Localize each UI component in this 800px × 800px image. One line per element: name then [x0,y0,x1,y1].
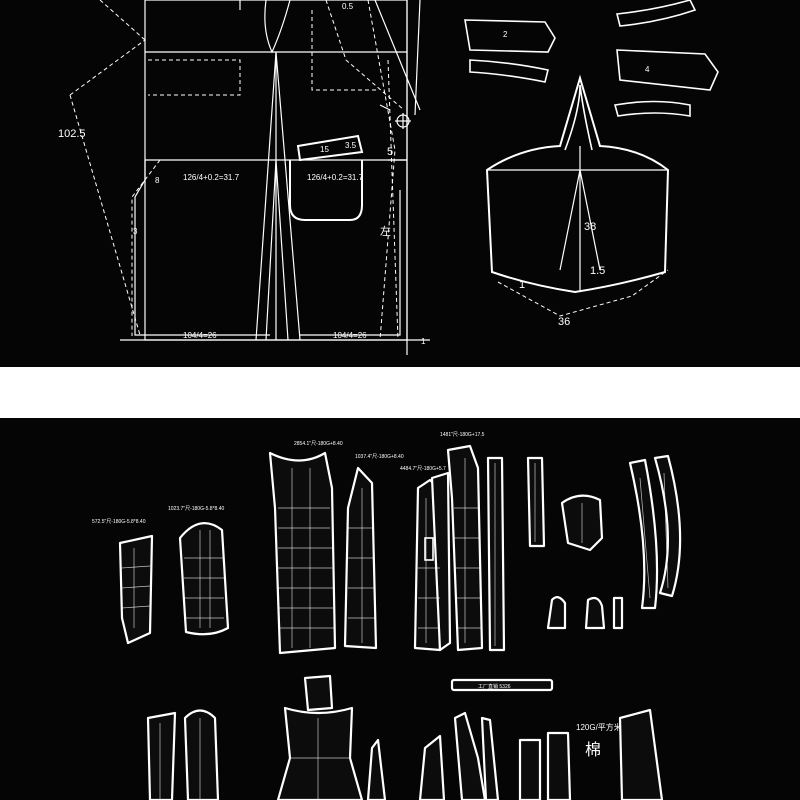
sleeve-width-label: 36 [558,316,570,328]
template-strips [486,456,546,652]
dim-three-label: 3 [133,227,138,236]
panel-divider [0,367,800,418]
template-label-e: 4484.7"尺-180G+5.7 [400,466,446,472]
template-label-a: 572.5"尺-180G-5.8*8.40 [92,519,146,525]
template-piece-a: 572.5"尺-180G-5.8*8.40 [92,519,154,645]
template-label-f: 1481"尺-180G+17.5 [440,432,485,438]
front-width-formula: 126/4+0.2=31.7 [183,173,240,182]
dim-five-label: 5 [387,146,393,158]
template-horizontal-strip: 工厂直销 5326 [450,678,554,692]
bodice-frame [120,0,430,355]
template-piece-e: 4484.7"尺-180G+5.7 [400,466,452,652]
back-hem-formula: 104/4=26 [333,331,367,340]
pattern-templates-panel: 572.5"尺-180G-5.8*8.40 1023.7"尺-180G-5.8*… [0,418,800,800]
side-char-label: 左 [380,225,391,238]
sleeve-offset-label: 1.5 [590,265,605,277]
front-hem-formula: 104/4=26 [183,331,217,340]
sleeve-cuff-label: 1 [519,279,525,291]
pattern-draft-panel: 15 3.5 102.5 126/4+0.2=31.7 126/4+0.2=31… [0,0,800,367]
template-piece-b: 1023.7"尺-180G-5.8*8.40 [168,506,230,636]
back-width-formula: 126/4+0.2=31.7 [307,173,364,182]
dim-half-label: 0.5 [342,2,354,11]
template-curved-strips [628,454,682,610]
template-label-d: 1037.4"尺-180G+8.40 [355,454,404,460]
template-label-c: 2854.1"尺-180G+8.40 [294,441,343,447]
pocket-width-label: 15 [320,145,329,154]
pocket: 15 3.5 [289,134,364,221]
template-piece-f: 1481"尺-180G+17.5 [440,432,485,652]
pattern-draft-diagram: 15 3.5 102.5 126/4+0.2=31.7 126/4+0.2=31… [58,0,719,355]
construction-lines [69,0,421,341]
side-panels [134,0,401,336]
collar-piece-2-label: 2 [503,30,508,39]
template-small-pieces [546,494,624,630]
template-piece-c: 2854.1"尺-180G+8.40 [268,441,343,655]
pocket-depth-label: 3.5 [345,141,357,150]
pattern-templates-diagram: 572.5"尺-180G-5.8*8.40 1023.7"尺-180G-5.8*… [92,432,682,800]
bust-measure-label: 102.5 [58,128,86,140]
collar-piece-4-label: 4 [645,65,650,74]
template-piece-d: 1037.4"尺-180G+8.40 [343,454,404,650]
collar-pieces: 2 4 [464,0,719,117]
sleeve-length-label: 38 [584,221,596,233]
template-label-b: 1023.7"尺-180G-5.8*8.40 [168,506,224,512]
center-dart [255,0,301,341]
dim-one-label: 1 [421,337,426,346]
dim-eight-label: 8 [155,176,160,185]
fabric-weight-label: 120G/平方米 [576,722,622,732]
fabric-char-label: 棉 [585,741,601,759]
sleeve-draft: 38 1.5 1 36 [485,74,670,328]
template-bottom-row [146,674,664,800]
strip-label: 工厂直销 5326 [478,683,511,690]
